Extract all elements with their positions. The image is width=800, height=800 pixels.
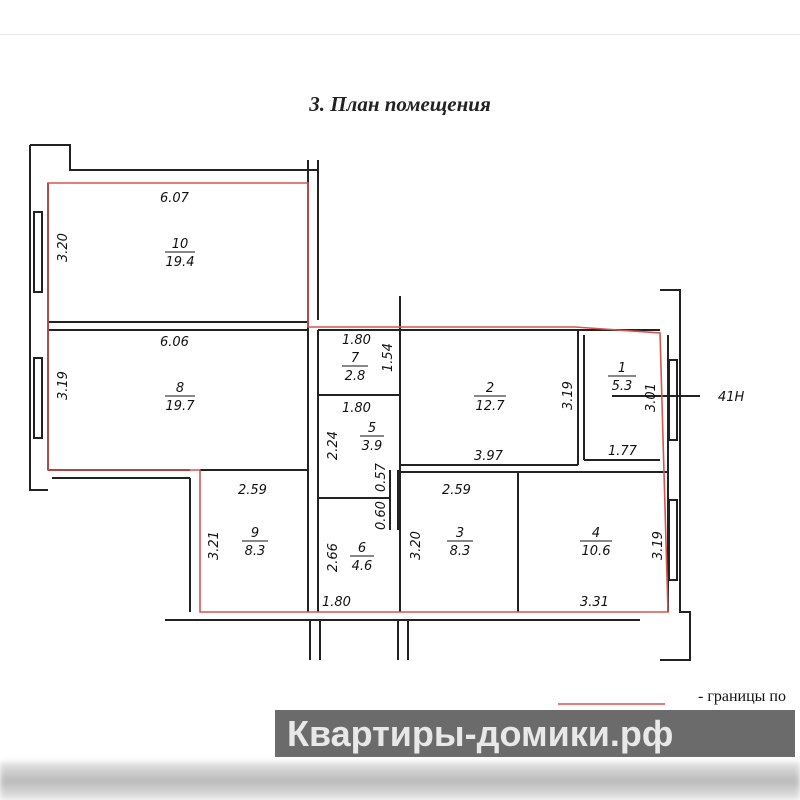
svg-text:4.6: 4.6 (352, 559, 373, 574)
svg-text:2.8: 2.8 (345, 369, 366, 384)
dim-r4-width: 3.31 (580, 595, 609, 610)
window (33, 211, 43, 293)
svg-text:19.4: 19.4 (166, 255, 195, 270)
svg-text:7: 7 (351, 351, 360, 366)
svg-text:1: 1 (618, 361, 626, 376)
svg-text:8.3: 8.3 (450, 544, 471, 559)
dim-r10-height: 3.20 (56, 233, 71, 262)
svg-text:9: 9 (251, 526, 259, 541)
dim-r5-height: 2.24 (326, 431, 341, 460)
dim-r6-door: 0.60 (374, 501, 389, 530)
page-title: 3. План помещения (309, 92, 491, 116)
window (668, 499, 678, 581)
svg-text:10.6: 10.6 (582, 544, 611, 559)
dim-r6-height: 2.66 (326, 543, 341, 572)
dim-r7-height: 1.54 (381, 343, 396, 372)
boundary-outline (47, 182, 669, 613)
dim-r10-width: 6.07 (160, 191, 190, 206)
callout-label: 41Н (718, 390, 745, 405)
svg-text:2: 2 (486, 381, 494, 396)
dim-r8-width: 6.06 (160, 335, 189, 350)
dim-r3-height: 3.20 (409, 531, 424, 560)
dim-r5-width: 1.80 (342, 401, 371, 416)
dim-r6-width: 1.80 (322, 595, 351, 610)
legend-text: - границы по (698, 688, 786, 705)
svg-text:8.3: 8.3 (245, 544, 266, 559)
room-label-2: 212.7 (474, 381, 506, 414)
room-label-3: 38.3 (447, 526, 473, 559)
dim-r1-width: 1.77 (608, 444, 638, 459)
dim-r1-height: 3.01 (644, 383, 659, 412)
dim-r9-height: 3.21 (207, 531, 222, 560)
svg-text:8: 8 (176, 381, 184, 396)
window (33, 357, 43, 439)
svg-text:10: 10 (172, 237, 189, 252)
dim-r8-height: 3.19 (56, 371, 71, 400)
dim-r2-height: 3.19 (561, 381, 576, 410)
svg-text:3.9: 3.9 (362, 439, 383, 454)
svg-text:4: 4 (592, 526, 600, 541)
window (668, 359, 678, 441)
svg-text:5.3: 5.3 (612, 379, 633, 394)
room-label-6: 64.6 (350, 541, 374, 574)
svg-text:6: 6 (358, 541, 366, 556)
room-label-4: 410.6 (580, 526, 612, 559)
dim-r7-width: 1.80 (342, 333, 371, 348)
room-label-8: 819.7 (165, 381, 195, 414)
dim-r2-width: 3.97 (474, 449, 504, 464)
svg-text:5: 5 (368, 421, 376, 436)
room-label-1: 15.3 (608, 361, 636, 394)
svg-text:12.7: 12.7 (476, 399, 506, 414)
blurred-footer (0, 762, 800, 800)
room-label-5: 53.9 (360, 421, 384, 454)
top-divider (0, 34, 800, 35)
dim-r3-width: 2.59 (442, 483, 471, 498)
dim-r4-height: 3.19 (651, 531, 666, 560)
dimensions: 6.07 3.20 6.06 3.19 1.80 1.54 1.80 2.24 … (56, 191, 745, 610)
watermark-banner: Квартиры-домики.рф (275, 710, 795, 757)
svg-text:3: 3 (456, 526, 464, 541)
dim-r9-width: 2.59 (238, 483, 267, 498)
room-label-7: 72.8 (342, 351, 368, 384)
dim-r5-door: 0.57 (374, 462, 389, 492)
room-label-9: 98.3 (242, 526, 268, 559)
room-label-10: 10 19.4 (165, 237, 195, 270)
svg-text:19.7: 19.7 (166, 399, 196, 414)
